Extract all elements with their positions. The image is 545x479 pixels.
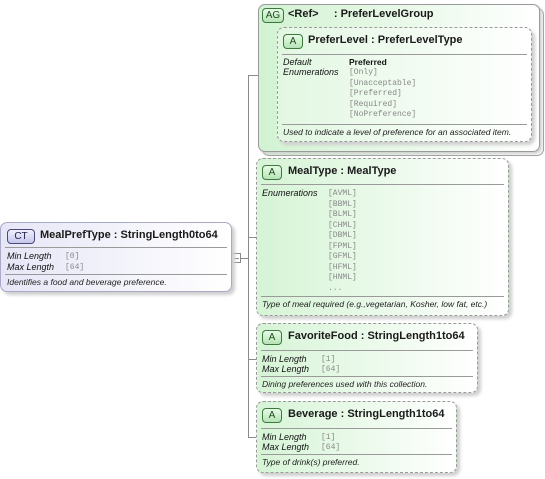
- enumerations-label: Enumerations: [283, 67, 339, 77]
- attribute-title: MealType : MealType: [288, 165, 397, 177]
- default-label: Default: [283, 57, 312, 67]
- enumeration-value: [Only]: [349, 68, 378, 77]
- facet-value: [1]: [321, 433, 336, 442]
- attribute-beverage[interactable]: A Beverage : StringLength1to64 Min Lengt…: [256, 401, 457, 473]
- documentation-text: Type of drink(s) preferred.: [262, 457, 360, 467]
- enumeration-value: [DBML]: [328, 231, 357, 240]
- separator: [261, 296, 504, 297]
- separator: [261, 376, 473, 377]
- enumeration-value: [Required]: [349, 99, 398, 109]
- separator: [261, 454, 452, 455]
- attribute-badge: A: [262, 408, 282, 423]
- separator: [5, 274, 227, 275]
- separator: [261, 184, 504, 185]
- facet-value: [64]: [321, 365, 341, 374]
- branch-connector-mealtype: [248, 237, 258, 238]
- attribute-badge: A: [283, 34, 303, 49]
- enumeration-value: [Unacceptable]: [349, 78, 417, 88]
- enumeration-ellipsis: ...: [328, 283, 343, 293]
- attribute-favoritefood[interactable]: A FavoriteFood : StringLength1to64 Min L…: [256, 323, 478, 393]
- attribute-badge: A: [262, 330, 282, 345]
- enumerations-label: Enumerations: [262, 188, 318, 198]
- facet-label: Max Length: [7, 262, 55, 272]
- enumeration-value: [BLML]: [328, 210, 357, 219]
- complex-type-title: MealPrefType : StringLength0to64: [40, 229, 218, 241]
- separator: [5, 247, 227, 248]
- facet-value: [64]: [65, 263, 85, 272]
- facet-label: Max Length: [262, 442, 310, 452]
- attribute-group-badge: AG: [262, 8, 284, 23]
- separator: [261, 428, 452, 429]
- attribute-title: PreferLevel : PreferLevelType: [308, 34, 463, 46]
- facet-label: Max Length: [262, 364, 310, 374]
- enumeration-value: [NoPreference]: [349, 110, 417, 119]
- complex-type-badge: CT: [7, 229, 35, 244]
- facet-value: [0]: [65, 252, 80, 261]
- enumeration-value: [HNML]: [328, 273, 357, 282]
- separator: [282, 54, 527, 55]
- documentation-text: Dining preferences used with this collec…: [262, 379, 428, 389]
- documentation-text: Type of meal required (e.g.,vegetarian, …: [262, 299, 488, 309]
- attribute-mealtype[interactable]: A MealType : MealType Enumerations [AVML…: [256, 158, 509, 316]
- separator: [282, 124, 527, 125]
- documentation-text: Used to indicate a level of preference f…: [283, 127, 512, 137]
- enumeration-value: [GFML]: [328, 252, 357, 261]
- branch-connector-favoritefood: [248, 359, 258, 360]
- attribute-badge: A: [262, 165, 282, 180]
- attribute-group-preferlevelgroup[interactable]: AG <Ref> : PreferLevelGroup A PreferLeve…: [258, 4, 540, 152]
- trunk-connector: [248, 75, 249, 437]
- enumeration-value: [CHML]: [328, 220, 357, 230]
- enumeration-value: [FPML]: [328, 241, 357, 251]
- branch-connector-beverage: [248, 437, 258, 438]
- attribute-title: Beverage : StringLength1to64: [288, 408, 445, 420]
- complex-type-mealpreftype[interactable]: CT MealPrefType : StringLength0to64 Min …: [0, 222, 232, 292]
- enumeration-list: [Only] [Unacceptable] [Preferred] [Requi…: [349, 68, 416, 121]
- facet-value: [64]: [321, 443, 341, 452]
- attribute-group-title: <Ref> : PreferLevelGroup: [288, 8, 434, 20]
- facet-label: Min Length: [7, 251, 52, 261]
- attribute-title: FavoriteFood : StringLength1to64: [288, 330, 465, 342]
- enumeration-value: [AVML]: [328, 189, 357, 198]
- branch-connector-group: [248, 75, 258, 76]
- enumeration-value: [Preferred]: [349, 89, 402, 98]
- facet-label: Min Length: [262, 354, 307, 364]
- documentation-text: Identifies a food and beverage preferenc…: [7, 277, 167, 287]
- enumeration-value: [BBML]: [328, 199, 357, 209]
- enumeration-value: [HFML]: [328, 262, 357, 272]
- enumeration-list: [AVML] [BBML] [BLML] [CHML] [DBML] [FPML…: [328, 189, 357, 294]
- separator: [261, 350, 473, 351]
- attributes-compositor-icon: [231, 253, 241, 263]
- default-value: Preferred: [349, 57, 387, 67]
- attribute-preferlevel[interactable]: A PreferLevel : PreferLevelType Default …: [277, 27, 532, 142]
- facet-label: Min Length: [262, 432, 307, 442]
- facet-value: [1]: [321, 355, 336, 364]
